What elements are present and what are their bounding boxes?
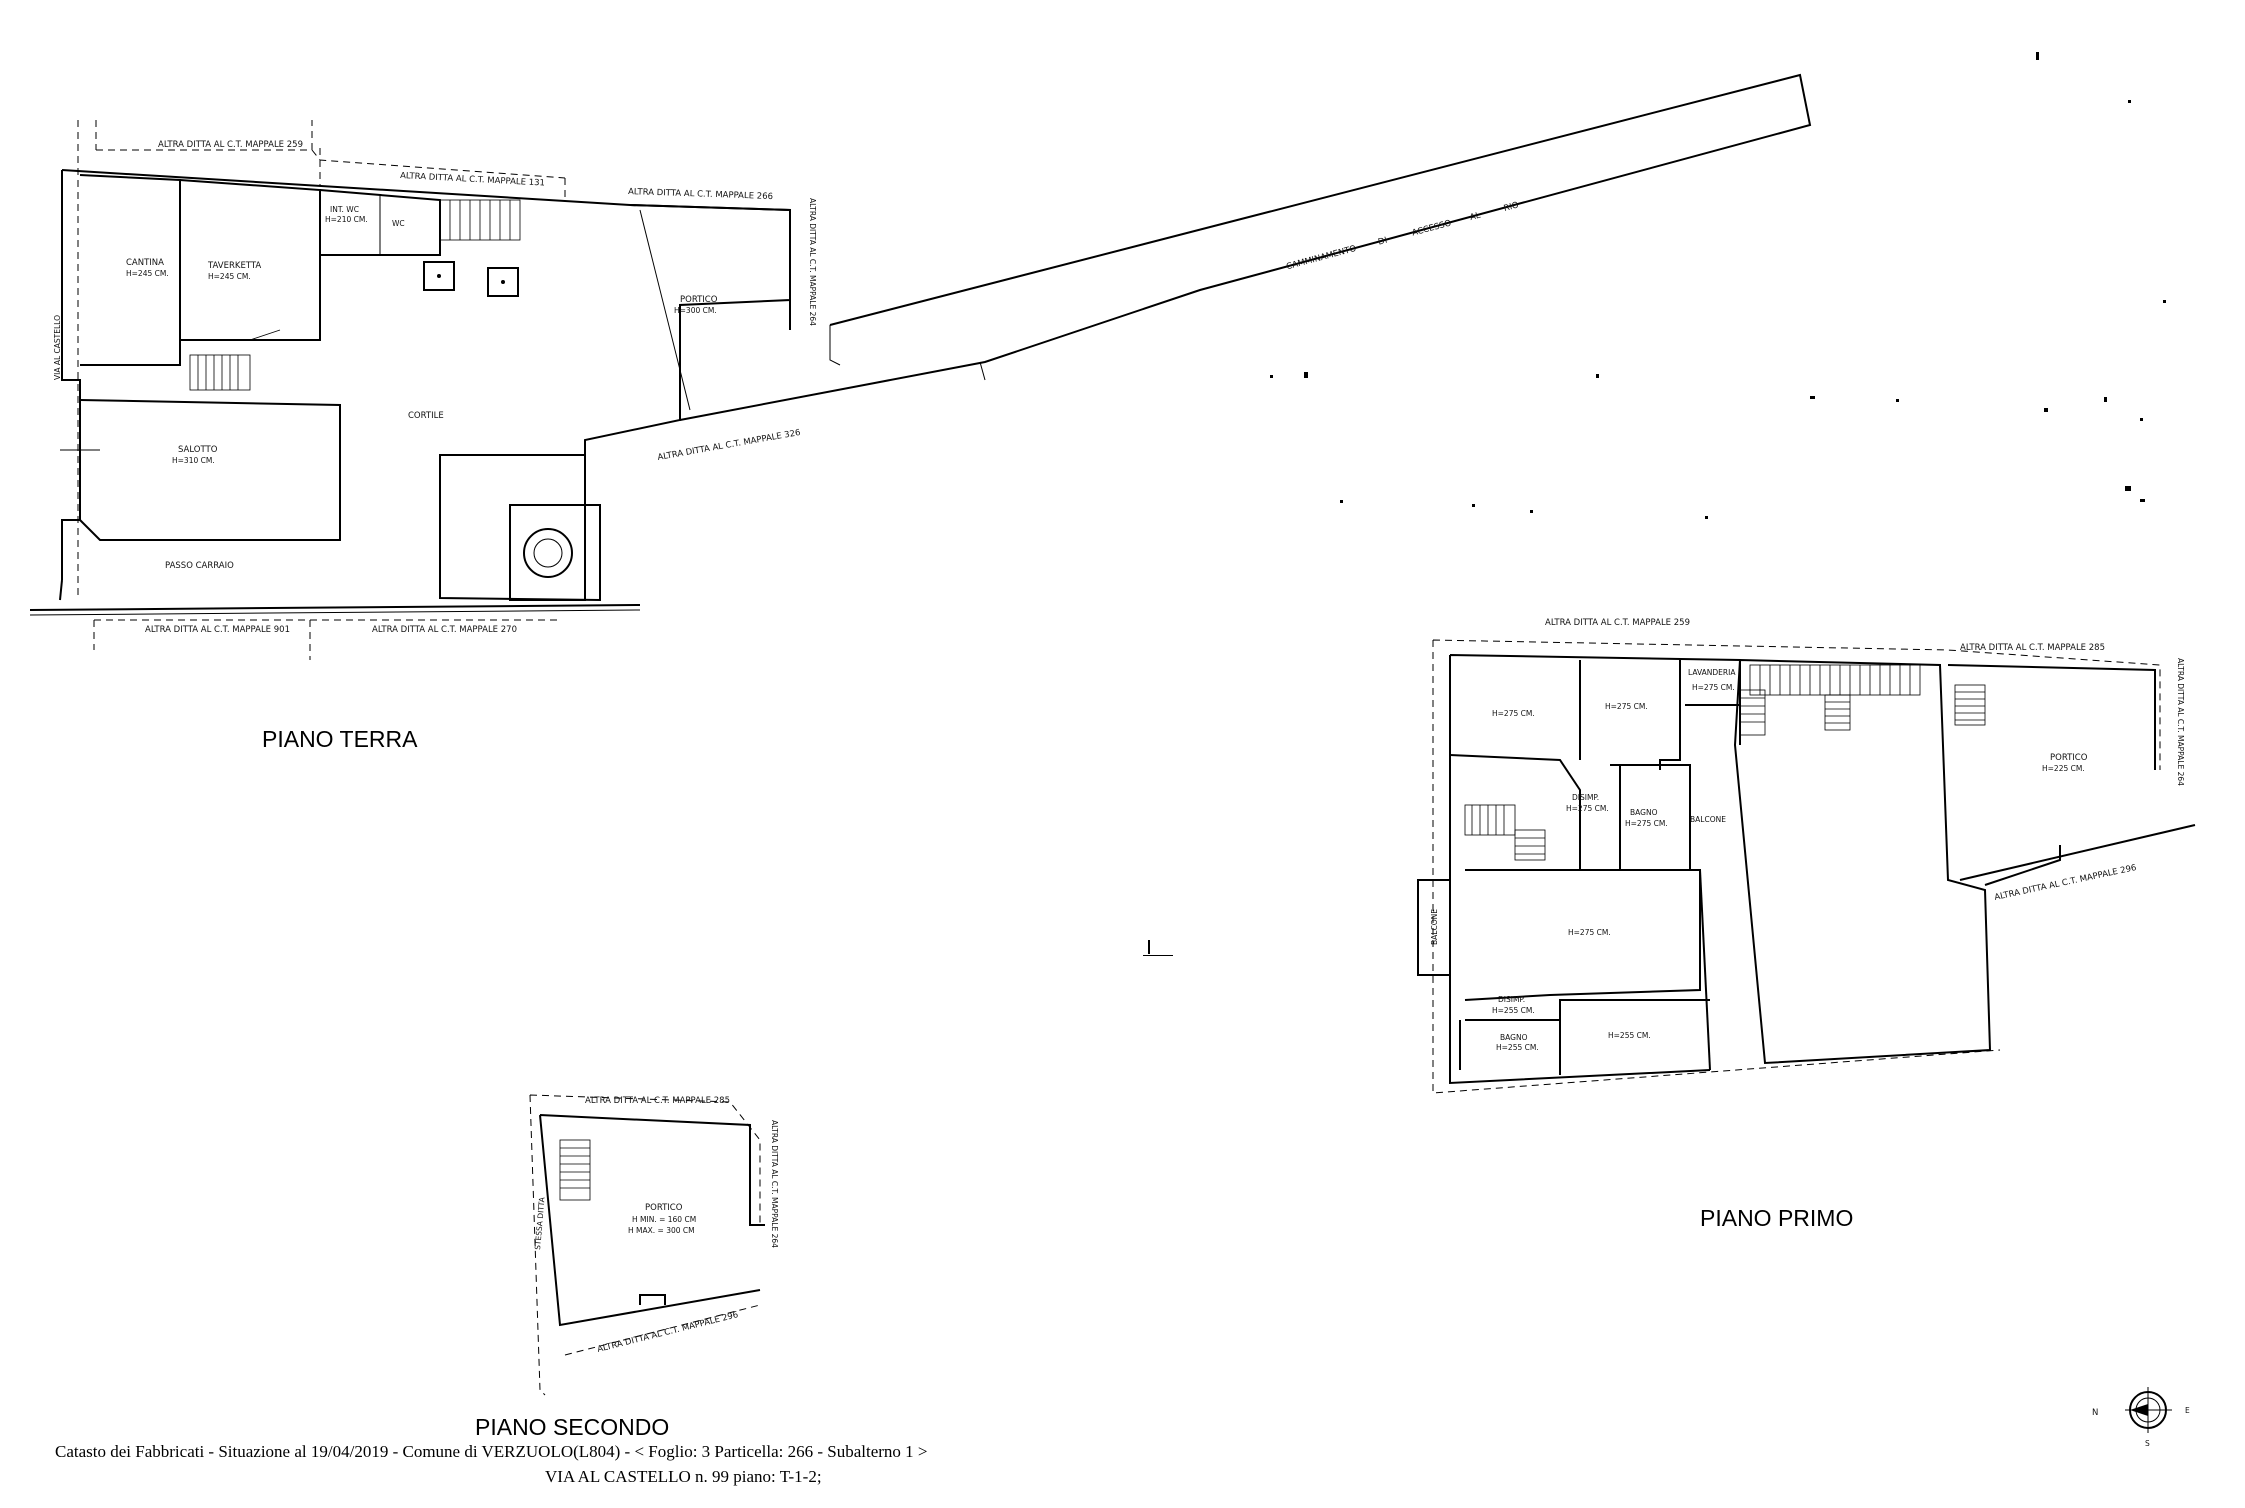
room-label: BALCONE [1690,815,1726,824]
room-height: H=310 CM. [172,456,215,465]
room-height: H=225 CM. [2042,764,2085,773]
room-height: H=275 CM. [1492,709,1535,718]
path-caption: CAMMINAMENTO DI ACCESSO AL RIO [1285,200,1520,272]
room-height: H=210 CM. [325,215,368,224]
room-label: BAGNO [1500,1033,1528,1042]
boundary-label: ALTRA DITTA AL C.T. MAPPALE 259 [1545,618,1690,628]
room-label: TAVERKETTA [207,261,261,271]
room-label: WC [392,219,405,228]
boundary-label: ALTRA DITTA AL C.T. MAPPALE 266 [628,187,773,202]
room-height: H=255 CM. [1496,1043,1539,1052]
boundary-label: ALTRA DITTA AL C.T. MAPPALE 285 [585,1096,730,1106]
cadastral-reference: Catasto dei Fabbricati - Situazione al 1… [55,1442,928,1461]
path-word: ACCESSO [1411,218,1453,238]
room-label: DISIMP. [1572,793,1599,802]
room-height: H=245 CM. [126,269,169,278]
footer: Catasto dei Fabbricati - Situazione al 1… [55,1442,928,1486]
room-label: PASSO CARRAIO [165,561,234,571]
path-word: DI [1377,236,1388,248]
room-height: H=275 CM. [1625,819,1668,828]
boundary-label: ALTRA DITTA AL C.T. MAPPALE 901 [145,625,290,635]
compass-north-label: N [2092,1408,2098,1418]
room-height: H=275 CM. [1568,928,1611,937]
room-height: H=275 CM. [1605,702,1648,711]
plan-title-first: PIANO PRIMO [1700,1205,1853,1231]
address-line: VIA AL CASTELLO n. 99 piano: T-1-2; [545,1467,822,1486]
second-floor-plan [529,1094,765,1396]
path-word: AL [1469,211,1482,223]
boundary-label: ALTRA DITTA AL C.T. MAPPALE 270 [372,625,517,635]
compass-south-label: S [2145,1439,2150,1448]
boundary-label: ALTRA DITTA AL C.T. MAPPALE 296 [596,1310,739,1355]
room-height: H=275 CM. [1566,804,1609,813]
boundary-label: ALTRA DITTA AL C.T. MAPPALE 264 [770,1120,779,1248]
compass-icon: N E S [2092,1387,2190,1448]
boundary-label: ALTRA DITTA AL C.T. MAPPALE 326 [657,428,802,463]
plan-title-ground: PIANO TERRA [262,726,418,752]
room-label: PORTICO [680,295,718,305]
boundary-label: STESSA DITTA [533,1196,547,1250]
room-height: H=255 CM. [1492,1006,1535,1015]
room-label: PORTICO [645,1203,683,1213]
room-label: BAGNO [1630,808,1658,817]
room-height: H MAX. = 300 CM [628,1226,695,1235]
room-label: LAVANDERIA [1688,668,1736,677]
room-label: INT. WC [330,205,359,214]
room-label: CANTINA [126,258,164,268]
second-floor-labels: ALTRA DITTA AL C.T. MAPPALE 285 ALTRA DI… [475,1096,779,1440]
room-height: H=245 CM. [208,272,251,281]
boundary-label: ALTRA DITTA AL C.T. MAPPALE 296 [1994,863,2138,903]
boundary-label: ALTRA DITTA AL C.T. MAPPALE 264 [2176,658,2185,786]
first-floor-labels: ALTRA DITTA AL C.T. MAPPALE 259 ALTRA DI… [1430,618,2185,1231]
room-label: DISIMP. [1498,995,1525,1004]
boundary-label: ALTRA DITTA AL C.T. MAPPALE 131 [400,171,545,189]
room-label: SALOTTO [178,445,218,455]
room-label: BALCONE [1430,909,1439,945]
room-height: H MIN. = 160 CM [632,1215,696,1224]
path-word: CAMMINAMENTO [1285,244,1357,272]
boundary-label: ALTRA DITTA AL C.T. MAPPALE 259 [158,140,303,150]
room-height: H=275 CM. [1692,683,1735,692]
room-height: H=300 CM. [674,306,717,315]
boundary-label: ALTRA DITTA AL C.T. MAPPALE 285 [1960,643,2105,653]
scan-noise [1143,52,2166,956]
first-floor-plan [1417,639,2196,1094]
street-label: VIA AL CASTELLO [53,315,62,380]
boundary-label: ALTRA DITTA AL C.T. MAPPALE 264 [808,198,817,326]
ground-floor-plan [29,73,1812,660]
room-label: PORTICO [2050,753,2088,763]
compass-east-label: E [2185,1406,2190,1415]
path-word: RIO [1503,200,1520,214]
room-height: H=255 CM. [1608,1031,1651,1040]
ground-floor-labels: ALTRA DITTA AL C.T. MAPPALE 259 ALTRA DI… [53,140,1520,752]
room-label: CORTILE [408,411,444,421]
plan-title-second: PIANO SECONDO [475,1414,669,1440]
